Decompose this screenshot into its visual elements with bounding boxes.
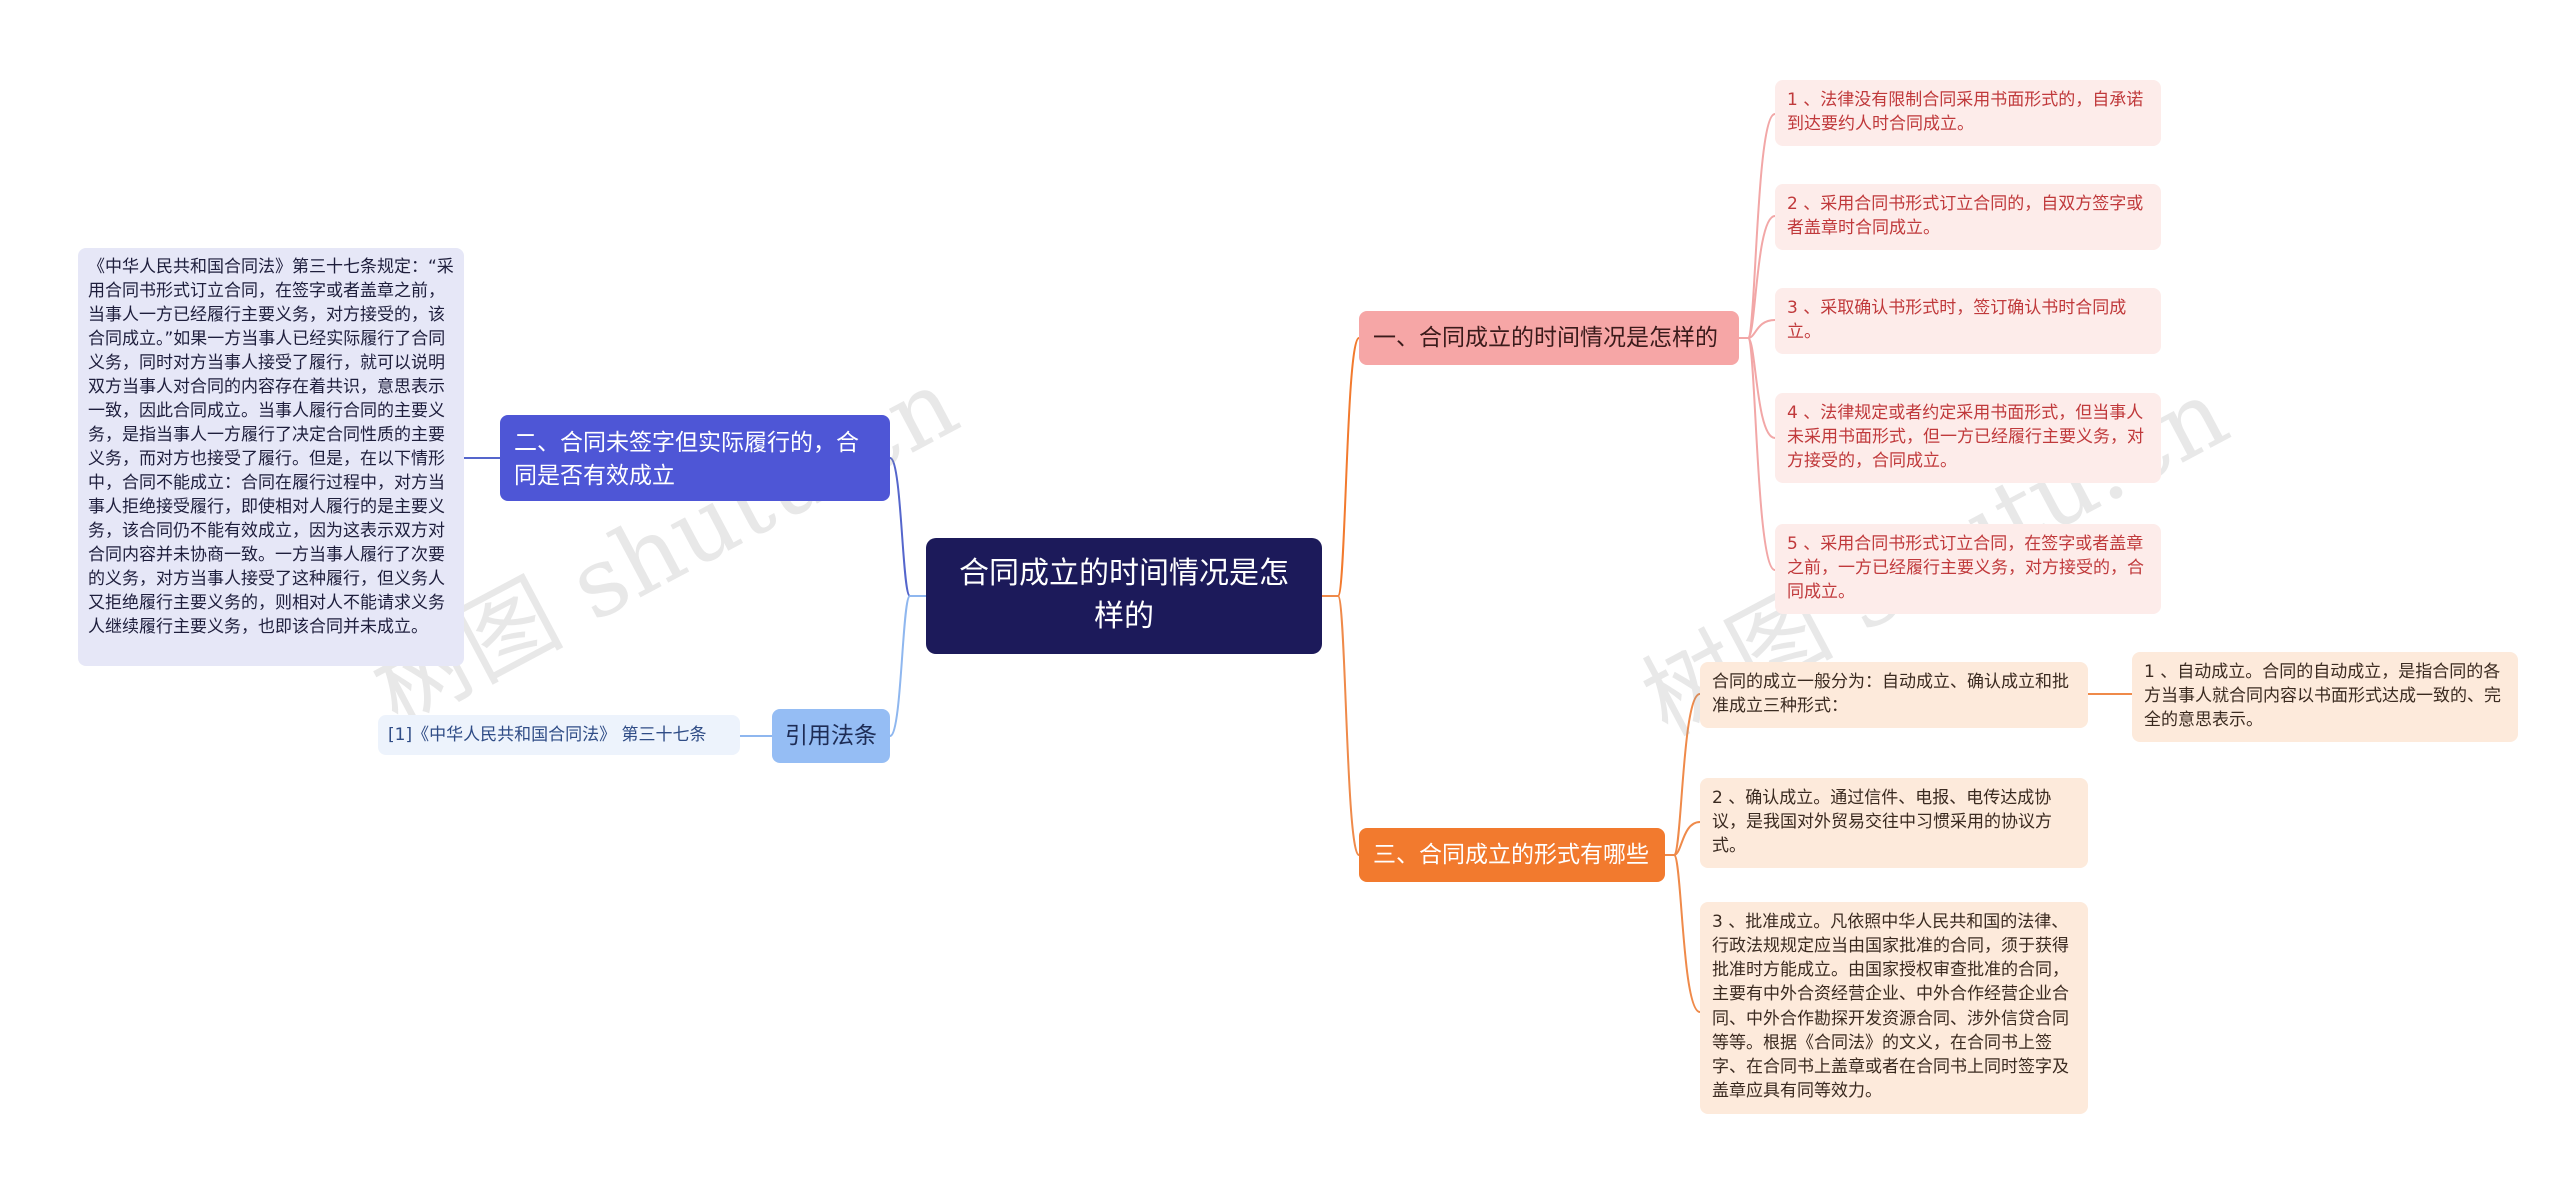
branch-label: 三、合同成立的形式有哪些 bbox=[1373, 841, 1649, 868]
link-b1-leaf4 bbox=[1739, 337, 1776, 439]
citation-leaf[interactable]: [1]《中华人民共和国合同法》 第三十七条 bbox=[378, 715, 740, 755]
branch-time-situations[interactable]: 一、合同成立的时间情况是怎样的 bbox=[1359, 311, 1739, 365]
leaf-text: 《中华人民共和国合同法》第三十七条规定：“采用合同书形式订立合同，在签字或者盖章… bbox=[88, 257, 454, 637]
link-root-b1 bbox=[1322, 337, 1360, 597]
leaf-text: 1 、自动成立。合同的自动成立，是指合同的各方当事人就合同内容以书面形式达成一致… bbox=[2144, 662, 2501, 731]
leaf-item[interactable]: 4 、法律规定或者约定采用书面形式，但当事人未采用书面形式，但一方已经履行主要义… bbox=[1775, 393, 2161, 483]
link-b3-leaf2 bbox=[1665, 821, 1701, 856]
leaf-text: 1 、法律没有限制合同采用书面形式的，自承诺到达要约人时合同成立。 bbox=[1787, 90, 2144, 135]
leaf-text: 4 、法律规定或者约定采用书面形式，但当事人未采用书面形式，但一方已经履行主要义… bbox=[1787, 403, 2144, 472]
branch-contract-forms[interactable]: 三、合同成立的形式有哪些 bbox=[1359, 828, 1665, 882]
leaf-text: [1]《中华人民共和国合同法》 第三十七条 bbox=[388, 724, 707, 745]
leaf-item[interactable]: 合同的成立一般分为：自动成立、确认成立和批准成立三种形式： bbox=[1700, 662, 2088, 728]
link-root-ref bbox=[889, 595, 926, 737]
link-root-b3 bbox=[1322, 595, 1360, 856]
leaf-text: 3 、批准成立。凡依照中华人民共和国的法律、行政法规规定应当由国家批准的合同，须… bbox=[1712, 912, 2069, 1101]
branch-label: 一、合同成立的时间情况是怎样的 bbox=[1373, 324, 1718, 351]
leaf-item[interactable]: 《中华人民共和国合同法》第三十七条规定：“采用合同书形式订立合同，在签字或者盖章… bbox=[78, 248, 464, 666]
leaf-text: 2 、采用合同书形式订立合同的，自双方签字或者盖章时合同成立。 bbox=[1787, 194, 2144, 239]
link-b1-leaf2 bbox=[1739, 215, 1776, 339]
leaf-item[interactable]: 2 、采用合同书形式订立合同的，自双方签字或者盖章时合同成立。 bbox=[1775, 184, 2161, 250]
leaf-item[interactable]: 2 、确认成立。通过信件、电报、电传达成协议，是我国对外贸易交往中习惯采用的协议… bbox=[1700, 778, 2088, 868]
leaf-text: 5 、采用合同书形式订立合同，在签字或者盖章之前，一方已经履行主要义务，对方接受… bbox=[1787, 534, 2144, 603]
leaf-item[interactable]: 3 、批准成立。凡依照中华人民共和国的法律、行政法规规定应当由国家批准的合同，须… bbox=[1700, 902, 2088, 1114]
leaf-text: 2 、确认成立。通过信件、电报、电传达成协议，是我国对外贸易交往中习惯采用的协议… bbox=[1712, 788, 2052, 857]
leaf-item[interactable]: 3 、采取确认书形式时，签订确认书时合同成立。 bbox=[1775, 288, 2161, 354]
link-b3-leaf3 bbox=[1665, 854, 1701, 1013]
branch-label: 二、合同未签字但实际履行的，合同是否有效成立 bbox=[514, 430, 859, 489]
branch-cited-law[interactable]: 引用法条 bbox=[772, 709, 890, 763]
link-root-b2 bbox=[889, 457, 926, 597]
leaf-item[interactable]: 5 、采用合同书形式订立合同，在签字或者盖章之前，一方已经履行主要义务，对方接受… bbox=[1775, 524, 2161, 614]
link-b3-leaf1 bbox=[1665, 693, 1701, 856]
branch-unsigned-performance[interactable]: 二、合同未签字但实际履行的，合同是否有效成立 bbox=[500, 415, 890, 501]
link-b1-leaf5 bbox=[1739, 337, 1776, 571]
leaf-item[interactable]: 1 、自动成立。合同的自动成立，是指合同的各方当事人就合同内容以书面形式达成一致… bbox=[2132, 652, 2518, 742]
link-b1-leaf1 bbox=[1739, 113, 1776, 339]
root-title: 合同成立的时间情况是怎样的 bbox=[959, 556, 1289, 634]
leaf-text: 3 、采取确认书形式时，签订确认书时合同成立。 bbox=[1787, 298, 2127, 343]
leaf-text: 合同的成立一般分为：自动成立、确认成立和批准成立三种形式： bbox=[1712, 672, 2069, 717]
link-b1-leaf3 bbox=[1739, 319, 1776, 339]
leaf-item[interactable]: 1 、法律没有限制合同采用书面形式的，自承诺到达要约人时合同成立。 bbox=[1775, 80, 2161, 146]
branch-label: 引用法条 bbox=[785, 722, 877, 749]
root-node[interactable]: 合同成立的时间情况是怎样的 bbox=[926, 538, 1322, 654]
